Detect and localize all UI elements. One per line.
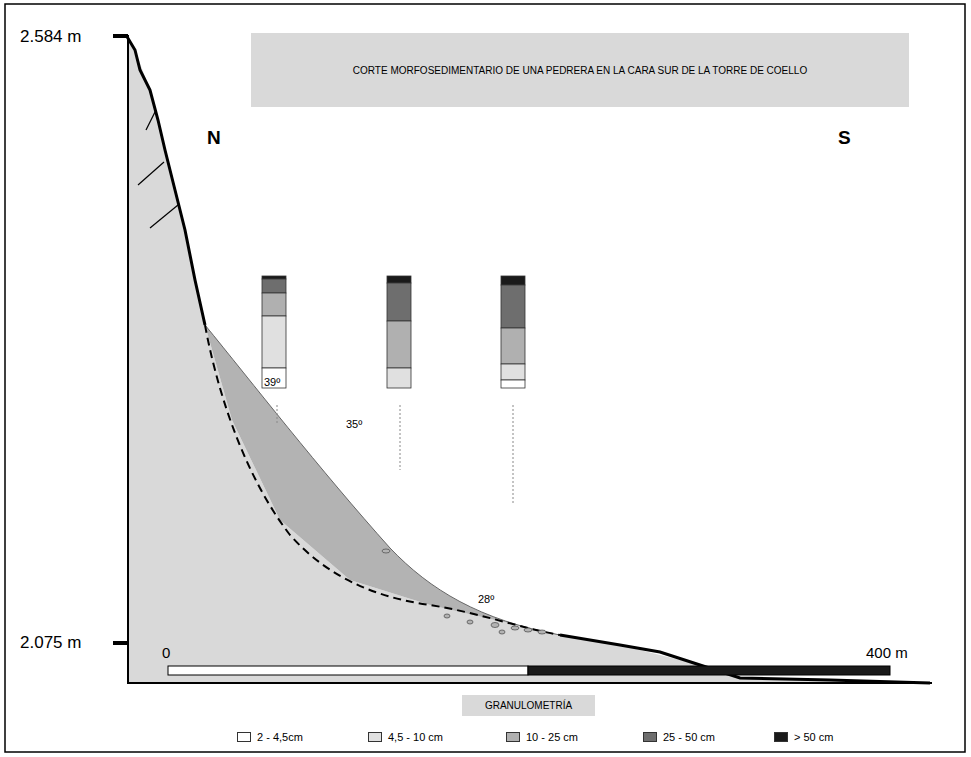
grain-columns [262,276,525,388]
scale-label: 400 m [866,645,908,662]
scale-bar [168,666,528,675]
legend-title: GRANULOMETRÍA [485,700,572,711]
legend-label: 2 - 4,5cm [257,731,303,743]
slope-angle: 35º [346,418,362,430]
bedrock [128,35,930,683]
legend-title-box: GRANULOMETRÍA [462,695,595,716]
talus-surface [205,325,560,635]
rock-cracks [138,110,178,228]
slope-angle: 39º [264,376,280,388]
legend-item: 2 - 4,5cm [237,731,303,743]
legend-label: 25 - 50 cm [663,731,715,743]
title: CORTE MORFOSEDIMENTARIO DE UNA PEDRERA E… [353,65,807,76]
rock-fragments [382,549,546,634]
elevation-label: 2.584 m [20,28,81,47]
legend-item: 25 - 50 cm [643,731,715,743]
compass-label: N [207,128,221,149]
legend-item: > 50 cm [774,731,833,743]
compass-label: S [838,128,851,149]
legend-swatch [506,732,520,742]
legend-swatch [237,732,251,742]
talus-deposit [205,325,560,635]
scale-label: 0 [162,645,170,662]
rock-base-line [205,325,560,635]
sample-leader [277,405,513,505]
axis-tick [113,641,128,645]
legend-swatch [643,732,657,742]
x-axis [127,682,932,684]
legend-item: 10 - 25 cm [506,731,578,743]
axis-tick [113,34,128,38]
cliff-profile [126,35,205,325]
legend-swatch [774,732,788,742]
slope-angle: 28º [478,593,494,605]
legend-swatch [368,732,382,742]
frame [5,4,965,752]
legend-label: > 50 cm [794,731,833,743]
legend-label: 4,5 - 10 cm [388,731,443,743]
legend-item: 4,5 - 10 cm [368,731,443,743]
title-box: CORTE MORFOSEDIMENTARIO DE UNA PEDRERA E… [251,33,909,107]
y-axis [127,35,129,683]
scale-bar [528,666,890,675]
slope-profile [560,635,930,683]
elevation-label: 2.075 m [20,634,81,653]
legend-label: 10 - 25 cm [526,731,578,743]
